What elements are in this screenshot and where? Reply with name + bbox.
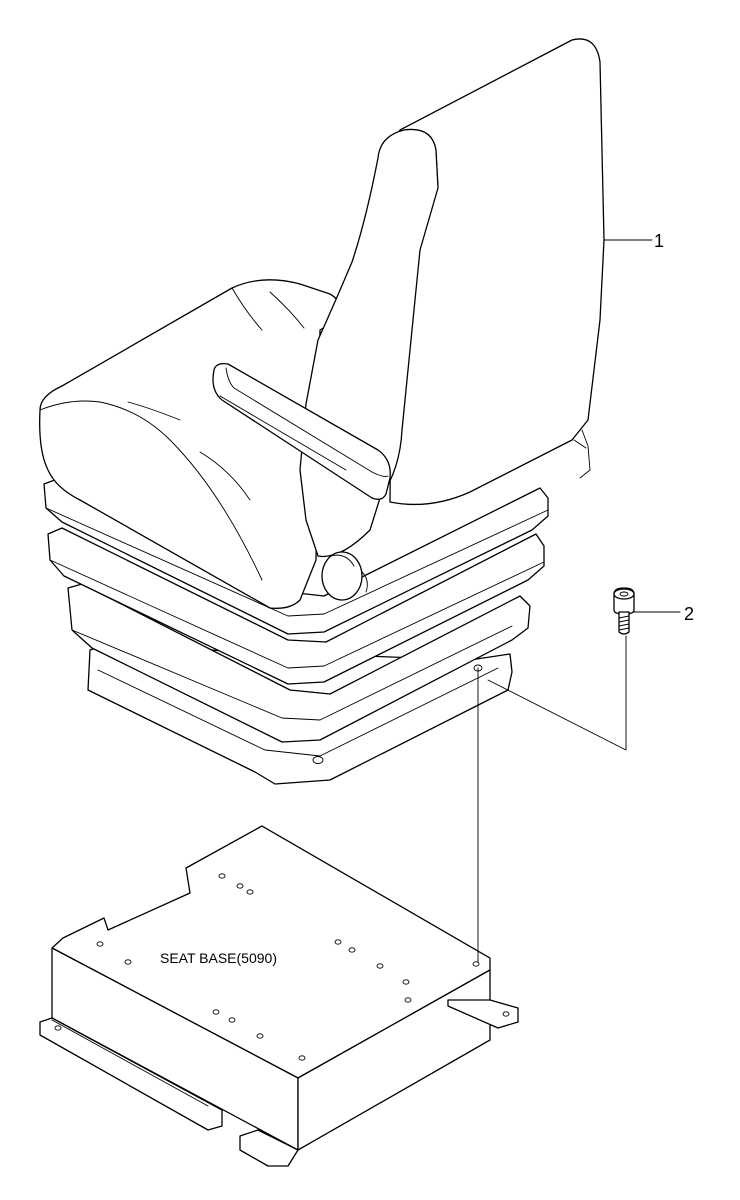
seat-base-label: SEAT BASE(5090)	[160, 950, 277, 966]
bolt-part	[613, 587, 635, 635]
seat-base-plate: SEAT BASE(5090)	[39, 825, 519, 1167]
callout-1-seat: 1	[654, 231, 664, 251]
armrest	[212, 362, 391, 500]
leader-lines	[477, 239, 681, 963]
adjustment-knob	[321, 551, 368, 601]
callout-2-bolt: 2	[684, 604, 694, 624]
leader-line-bolt-path	[487, 635, 627, 751]
